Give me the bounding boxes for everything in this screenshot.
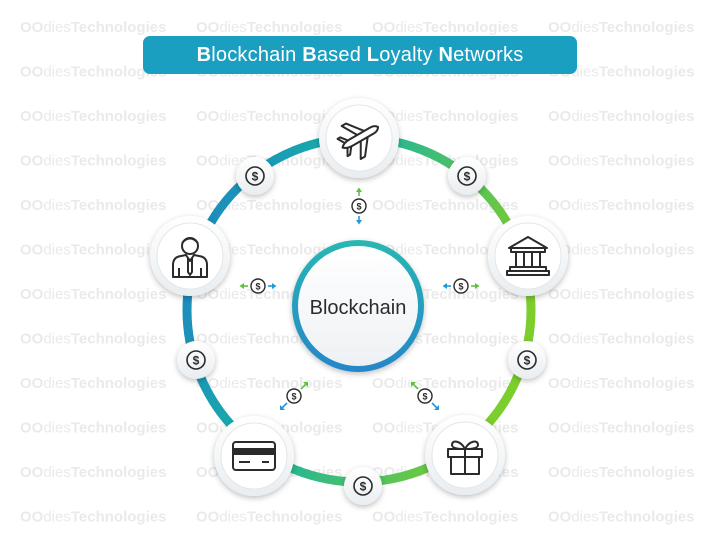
- watermark-text: OOdiesTechnologies: [548, 331, 694, 348]
- watermark-text: OOdiesTechnologies: [548, 19, 694, 36]
- arrow-green-icon: [239, 283, 248, 289]
- ring-coin-right: $: [508, 341, 546, 379]
- center-label: Blockchain: [310, 297, 407, 319]
- arrow-green-icon: [356, 187, 362, 196]
- watermark-text: OOdiesTechnologies: [20, 242, 166, 259]
- blockchain-hub: Blockchain: [292, 240, 424, 372]
- exchange-customer: $: [239, 278, 277, 294]
- watermark-text: OOdiesTechnologies: [548, 64, 694, 81]
- dollar-symbol: $: [360, 480, 367, 494]
- node-card: [214, 416, 294, 496]
- dollar-symbol: $: [458, 282, 463, 292]
- credit-card-icon: [232, 441, 276, 471]
- dollar-symbol: $: [291, 392, 296, 402]
- watermark-text: OOdiesTechnologies: [196, 19, 342, 36]
- watermark-text: OOdiesTechnologies: [20, 108, 166, 125]
- ring-coin-bottom: $: [344, 467, 382, 505]
- watermark-text: OOdiesTechnologies: [20, 64, 166, 81]
- exchange-airline: $: [351, 187, 367, 225]
- dollar-symbol: $: [356, 202, 361, 212]
- title-word-2-initial: B: [302, 43, 317, 66]
- title-word-1-initial: B: [196, 43, 212, 66]
- watermark-text: OOdiesTechnologies: [548, 375, 694, 392]
- title-word-3-rest: oyalty: [379, 43, 433, 66]
- title-word-2-rest: ased: [316, 43, 362, 66]
- node-bank: [488, 216, 568, 296]
- exchange-bank: $: [442, 278, 480, 294]
- title-word-3-initial: L: [366, 43, 380, 66]
- node-customer: [150, 216, 230, 296]
- exchange-card: $: [280, 382, 308, 410]
- ring-coin-left: $: [177, 341, 215, 379]
- watermark-text: OOdiesTechnologies: [548, 420, 694, 437]
- gift-icon: [447, 440, 483, 475]
- ring-coin-top-left: $: [236, 157, 274, 195]
- dollar-symbol: $: [524, 354, 531, 368]
- ring-coin-top-right: $: [448, 157, 486, 195]
- businessman-icon: [172, 237, 208, 278]
- watermark-text: OOdiesTechnologies: [20, 153, 166, 170]
- watermark-text: OOdiesTechnologies: [20, 375, 166, 392]
- arrow-blue-icon: [431, 402, 439, 410]
- arrow-blue-icon: [268, 283, 277, 289]
- dollar-symbol: $: [464, 170, 471, 184]
- watermark-text: OOdiesTechnologies: [548, 197, 694, 214]
- arrow-blue-icon: [442, 283, 451, 289]
- dollar-symbol: $: [252, 170, 259, 184]
- exchange-gift: $: [411, 382, 439, 410]
- dollar-symbol: $: [255, 282, 260, 292]
- watermark-text: OOdiesTechnologies: [548, 108, 694, 125]
- dollar-symbol: $: [193, 354, 200, 368]
- watermark-text: OOdiesTechnologies: [20, 197, 166, 214]
- watermark-text: OOdiesTechnologies: [20, 464, 166, 481]
- node-gift: [425, 415, 505, 495]
- arrow-green-icon: [471, 283, 480, 289]
- watermark-text: OOdiesTechnologies: [372, 19, 518, 36]
- dollar-symbol: $: [422, 392, 427, 402]
- bank-icon: [506, 236, 550, 276]
- title-word-4-rest: etworks: [453, 43, 524, 66]
- title-word-4-initial: N: [438, 43, 454, 66]
- arrow-blue-icon: [356, 216, 362, 225]
- watermark-text: OOdiesTechnologies: [196, 509, 342, 526]
- arrow-green-icon: [300, 382, 308, 390]
- airplane-icon: [336, 122, 380, 160]
- watermark-text: OOdiesTechnologies: [20, 509, 166, 526]
- watermark-text: OOdiesTechnologies: [548, 464, 694, 481]
- watermark-text: OOdiesTechnologies: [196, 108, 342, 125]
- watermark-text: OOdiesTechnologies: [372, 509, 518, 526]
- watermark-text: OOdiesTechnologies: [20, 331, 166, 348]
- watermark-text: OOdiesTechnologies: [20, 286, 166, 303]
- watermark-text: OOdiesTechnologies: [20, 19, 166, 36]
- watermark-text: OOdiesTechnologies: [548, 153, 694, 170]
- node-airline: [319, 98, 399, 178]
- arrow-blue-icon: [280, 402, 288, 410]
- watermark-text: OOdiesTechnologies: [548, 509, 694, 526]
- arrow-green-icon: [411, 382, 419, 390]
- watermark-text: OOdiesTechnologies: [20, 420, 166, 437]
- title-word-1-rest: lockchain: [211, 43, 297, 66]
- watermark-text: OOdiesTechnologies: [548, 286, 694, 303]
